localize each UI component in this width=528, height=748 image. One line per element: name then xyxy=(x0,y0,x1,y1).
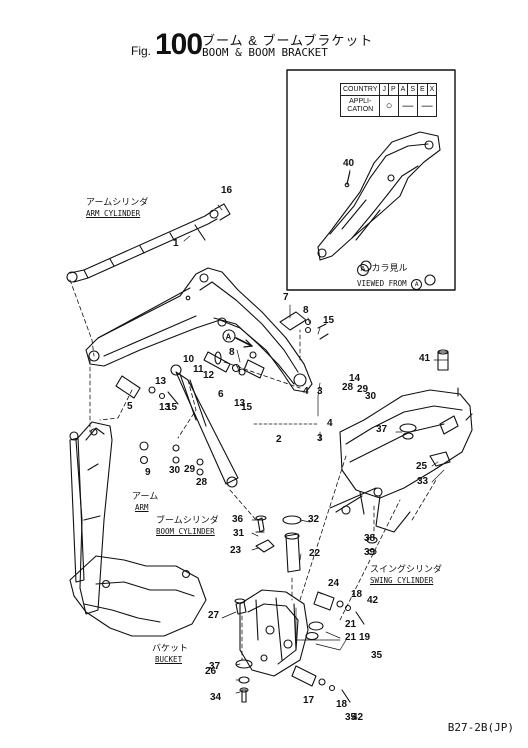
callout-18: 18 xyxy=(351,589,363,600)
callout-42: 42 xyxy=(367,595,379,606)
callout-23: 23 xyxy=(230,545,242,556)
arm-jp: アーム xyxy=(132,491,159,501)
callout-30: 30 xyxy=(365,391,377,402)
drawing-code: B27-2B(JP) xyxy=(447,721,514,734)
callout-32: 32 xyxy=(308,514,320,525)
callout-37: 37 xyxy=(376,424,388,435)
callout-17: 17 xyxy=(303,695,315,706)
callout-4: 4 xyxy=(327,418,333,429)
fig-label: Fig. xyxy=(131,44,152,58)
arm-cylinder-en: ARM CYLINDER xyxy=(86,209,141,218)
callout-39: 39 xyxy=(364,547,376,558)
callout-9: 9 xyxy=(145,467,151,478)
callout-28: 28 xyxy=(196,477,208,488)
app-row-label-1: APPLI- xyxy=(349,98,372,105)
app-table-value-row: APPLI- CATION ○ — — xyxy=(339,95,438,117)
callout-30: 30 xyxy=(169,465,181,476)
callout-36: 36 xyxy=(232,514,244,525)
app-value-jp: ○ xyxy=(379,95,399,117)
callout-41: 41 xyxy=(419,353,431,364)
app-value-as: — xyxy=(397,95,419,117)
app-table-header-row: COUNTRY J P A S E X xyxy=(339,83,438,96)
callout-13: 13 xyxy=(234,398,246,409)
title-japanese: ブーム & ブームブラケット xyxy=(202,33,374,48)
swing-cylinder-en: SWING CYLINDER xyxy=(370,576,434,585)
callout-13: 13 xyxy=(159,402,171,413)
callout-12: 12 xyxy=(203,370,215,381)
viewed-from-circle-a: A xyxy=(357,264,369,276)
callout-15: 15 xyxy=(323,315,335,326)
app-value-ex: — xyxy=(416,95,438,117)
app-table-row-label: APPLI- CATION xyxy=(339,95,381,117)
app-table-e: E xyxy=(417,83,428,96)
arm-en: ARM xyxy=(135,503,149,512)
callout-11: 11 xyxy=(193,364,204,375)
callout-40: 40 xyxy=(343,158,355,169)
callout-10: 10 xyxy=(183,354,195,365)
callout-3: 3 xyxy=(317,433,323,444)
app-table-p: P xyxy=(388,83,399,96)
callout-19: 19 xyxy=(359,632,371,643)
callout-8: 8 xyxy=(303,305,309,316)
callout-42: 42 xyxy=(352,712,364,723)
application-table: COUNTRY J P A S E X APPLI- CATION ○ — — xyxy=(339,83,438,117)
viewed-from-caption: A カラ見ル VIEWED FROM A xyxy=(357,261,423,290)
callout-38: 38 xyxy=(364,533,376,544)
callout-6: 6 xyxy=(218,389,224,400)
viewed-from-en: VIEWED FROM xyxy=(357,279,407,288)
viewed-from-jp-line: A カラ見ル xyxy=(357,261,422,276)
callout-15: 15 xyxy=(166,402,178,413)
callout-21: 21 xyxy=(345,632,357,643)
callout-21: 21 xyxy=(345,619,357,630)
callout-13: 13 xyxy=(155,376,167,387)
app-table-a: A xyxy=(397,83,409,96)
callout-33: 33 xyxy=(417,476,429,487)
callout-34: 34 xyxy=(210,692,222,703)
callout-2: 2 xyxy=(276,434,282,445)
boom-cylinder-jp: ブームシリンダ xyxy=(156,515,219,525)
callout-35: 35 xyxy=(371,650,383,661)
callout-24: 24 xyxy=(328,578,340,589)
boom-cylinder-en: BOOM CYLINDER xyxy=(156,527,215,536)
callout-15: 15 xyxy=(241,402,253,413)
callout-16: 16 xyxy=(221,185,233,196)
inset-frame xyxy=(286,69,456,291)
callout-29: 29 xyxy=(184,464,196,475)
bucket-jp: バケット xyxy=(152,643,189,653)
callout-31: 31 xyxy=(233,528,245,539)
callout-1: 1 xyxy=(173,238,179,249)
app-table-x: X xyxy=(426,83,438,96)
title-english: BOOM & BOOM BRACKET xyxy=(202,46,328,59)
bucket-en: BUCKET xyxy=(155,655,183,664)
viewed-from-en-line: VIEWED FROM A xyxy=(357,279,423,290)
viewed-from-jp: カラ見ル xyxy=(371,263,408,273)
callout-22: 22 xyxy=(309,548,321,559)
callout-14: 14 xyxy=(349,373,361,384)
callout-37: 37 xyxy=(209,661,221,672)
callout-35: 35 xyxy=(345,712,357,723)
callout-29: 29 xyxy=(357,384,369,395)
swing-cylinder-jp: スイングシリンダ xyxy=(370,564,443,574)
callout-7: 7 xyxy=(283,292,289,303)
callout-18: 18 xyxy=(336,699,348,710)
viewed-from-circle-a-2: A xyxy=(411,279,423,290)
app-table-country: COUNTRY xyxy=(339,83,381,96)
app-table-j: J xyxy=(379,83,389,96)
callout-25: 25 xyxy=(416,461,428,472)
app-row-label-2: CATION xyxy=(347,106,374,113)
callout-26: 26 xyxy=(205,666,217,677)
callout-27: 27 xyxy=(208,610,220,621)
fig-number: 100 xyxy=(155,28,203,61)
callout-8: 8 xyxy=(229,347,235,358)
callout-3: 3 xyxy=(317,386,323,397)
callout-4: 4 xyxy=(303,386,309,397)
arm-cylinder-jp: アームシリンダ xyxy=(86,197,149,207)
app-table-s: S xyxy=(407,83,418,96)
callout-28: 28 xyxy=(342,382,354,393)
callout-5: 5 xyxy=(127,401,133,412)
callout-A: A xyxy=(226,333,232,342)
